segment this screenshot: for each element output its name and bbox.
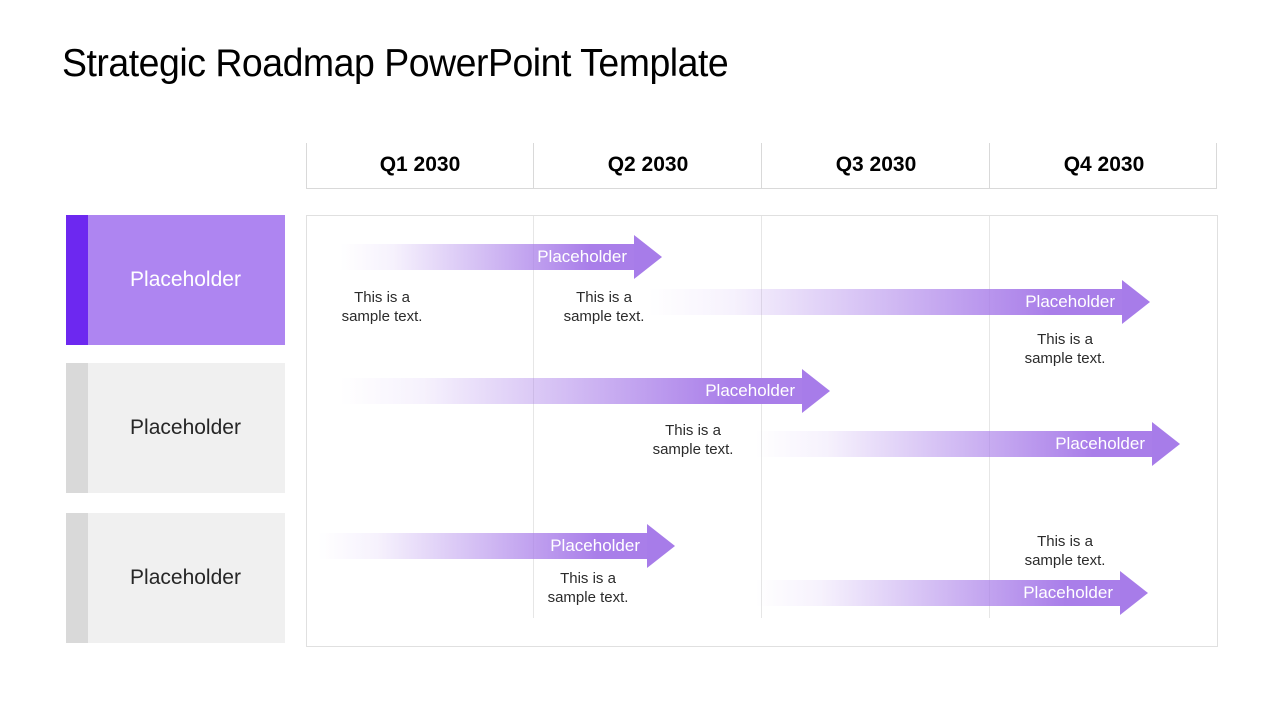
arrow-head-icon — [647, 524, 675, 568]
arrow-label: Placeholder — [1025, 292, 1115, 311]
arrow-head-icon — [634, 235, 662, 279]
row-accent-bar — [66, 513, 88, 643]
header-divider — [761, 143, 762, 188]
sample-text-line: This is a — [354, 289, 410, 306]
sample-text-line: This is a — [1037, 533, 1093, 550]
sample-text-line: sample text. — [652, 441, 734, 458]
arrow-body: Placeholder — [340, 378, 802, 404]
row-label-3[interactable]: Placeholder — [66, 513, 285, 643]
arrow-label: Placeholder — [1055, 434, 1145, 453]
arrow-label: Placeholder — [705, 381, 795, 400]
header-divider — [306, 143, 307, 188]
sample-text-2[interactable]: This is a sample text. — [534, 288, 674, 326]
roadmap-arrow-3[interactable]: Placeholder — [340, 369, 830, 413]
quarter-header-q3-label: Q3 2030 — [835, 153, 917, 176]
row-label-2-text: Placeholder — [130, 416, 241, 439]
header-divider — [989, 143, 990, 188]
roadmap-arrow-1[interactable]: Placeholder — [340, 235, 662, 279]
row-accent-bar — [66, 363, 88, 493]
header-divider — [1216, 143, 1217, 188]
roadmap-arrow-5[interactable]: Placeholder — [318, 524, 675, 568]
timeline-content-area — [306, 215, 1218, 647]
arrow-label: Placeholder — [550, 536, 640, 555]
column-gridline — [533, 216, 534, 618]
roadmap-arrow-4[interactable]: Placeholder — [755, 422, 1180, 466]
slide-title[interactable]: Strategic Roadmap PowerPoint Template — [62, 42, 729, 85]
sample-text-line: sample text. — [341, 308, 423, 325]
quarter-header-q2[interactable]: Q2 2030 — [534, 142, 762, 188]
sample-text-line: This is a — [576, 289, 632, 306]
header-divider — [533, 143, 534, 188]
arrow-head-icon — [802, 369, 830, 413]
arrow-body: Placeholder — [755, 431, 1152, 457]
quarter-header-q1-label: Q1 2030 — [379, 153, 461, 176]
row-accent-bar — [66, 215, 88, 345]
sample-text-6[interactable]: This is a sample text. — [995, 532, 1135, 570]
column-gridline — [989, 216, 990, 618]
header-underline — [306, 188, 1217, 189]
sample-text-line: sample text. — [1024, 350, 1106, 367]
roadmap-arrow-6[interactable]: Placeholder — [755, 571, 1148, 615]
sample-text-3[interactable]: This is a sample text. — [995, 330, 1135, 368]
arrow-body: Placeholder — [648, 289, 1122, 315]
sample-text-4[interactable]: This is a sample text. — [623, 421, 763, 459]
roadmap-arrow-2[interactable]: Placeholder — [648, 280, 1150, 324]
row-label-1[interactable]: Placeholder — [66, 215, 285, 345]
row-label-3-text: Placeholder — [130, 566, 241, 589]
arrow-head-icon — [1120, 571, 1148, 615]
arrow-body: Placeholder — [318, 533, 647, 559]
arrow-head-icon — [1152, 422, 1180, 466]
sample-text-5[interactable]: This is a sample text. — [518, 569, 658, 607]
arrow-head-icon — [1122, 280, 1150, 324]
arrow-label: Placeholder — [537, 247, 627, 266]
row-label-2[interactable]: Placeholder — [66, 363, 285, 493]
quarter-header-q4[interactable]: Q4 2030 — [990, 142, 1218, 188]
sample-text-line: This is a — [1037, 331, 1093, 348]
column-gridline — [761, 216, 762, 618]
quarter-header-q4-label: Q4 2030 — [1063, 153, 1145, 176]
quarter-header-q2-label: Q2 2030 — [607, 153, 689, 176]
arrow-body: Placeholder — [755, 580, 1120, 606]
row-label-1-text: Placeholder — [130, 268, 241, 291]
sample-text-line: This is a — [560, 570, 616, 587]
arrow-label: Placeholder — [1023, 583, 1113, 602]
quarter-header-q1[interactable]: Q1 2030 — [306, 142, 534, 188]
sample-text-line: sample text. — [547, 589, 629, 606]
sample-text-line: sample text. — [1024, 552, 1106, 569]
sample-text-line: This is a — [665, 422, 721, 439]
arrow-body: Placeholder — [340, 244, 634, 270]
sample-text-1[interactable]: This is a sample text. — [312, 288, 452, 326]
quarter-header-q3[interactable]: Q3 2030 — [762, 142, 990, 188]
sample-text-line: sample text. — [563, 308, 645, 325]
